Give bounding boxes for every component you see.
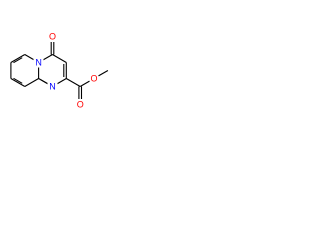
bridgehead-nitrogen-bg (33, 57, 44, 68)
bond-n5-c9a (24, 78, 39, 87)
bond-ccarbonyl-oester (79, 80, 90, 87)
ring-nitrogen-label: N (49, 82, 56, 92)
chemical-structure: O N N O O (10, 32, 109, 110)
bond-c2-ccarbonyl (66, 78, 81, 87)
bond-c8-c7-inner (13, 57, 23, 64)
ester-oxygen-label: O (90, 74, 97, 84)
bond-oester-ch3 (98, 70, 109, 77)
carbonyl-oxygen-label: O (77, 100, 84, 110)
bond-c9a-c9 (10, 78, 26, 87)
ring-nitrogen-bg (47, 81, 58, 92)
bond-c3-c4 (52, 54, 67, 63)
bridgehead-nitrogen-label: N (35, 58, 42, 68)
bond-group (10, 42, 109, 99)
bond-c8-c7 (10, 54, 26, 63)
ketone-oxygen-label: O (49, 32, 56, 42)
bond-c9a-c9-inner (13, 77, 23, 84)
